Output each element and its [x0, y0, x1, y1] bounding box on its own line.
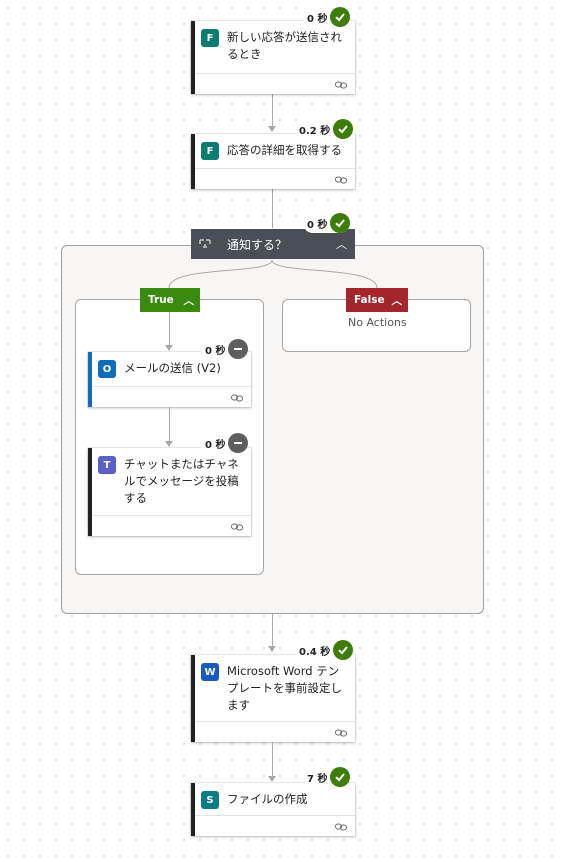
action-title: ファイルの作成 [227, 792, 308, 806]
connector [169, 407, 170, 443]
word-template-card[interactable]: W Microsoft Word テンプレートを事前設定します [191, 655, 355, 742]
link-icon[interactable] [335, 80, 347, 90]
link-icon[interactable] [231, 522, 243, 532]
success-check-icon [330, 7, 351, 27]
card-footer [92, 386, 251, 407]
run-duration-badge: 0.2 秒 [295, 119, 354, 139]
true-branch-label[interactable]: True ︿ [140, 288, 200, 312]
get-response-details-card[interactable]: F 応答の詳細を取得する [191, 134, 355, 189]
link-icon[interactable] [231, 393, 243, 403]
create-file-card[interactable]: S ファイルの作成 [191, 783, 355, 836]
forms-icon: F [201, 29, 219, 47]
action-title: 新しい応答が送信されるとき [227, 30, 342, 61]
connector-arrow [268, 126, 276, 132]
card-footer [195, 168, 355, 189]
run-duration-badge: 0 秒 [201, 339, 249, 359]
run-duration-badge: 0 秒 [303, 7, 351, 27]
sharepoint-icon: S [201, 791, 219, 809]
action-title: Microsoft Word テンプレートを事前設定します [227, 664, 342, 712]
link-icon[interactable] [335, 175, 347, 185]
run-duration-badge: 0.4 秒 [295, 640, 354, 660]
trigger-card[interactable]: F 新しい応答が送信されるとき [191, 21, 355, 94]
word-icon: W [201, 663, 219, 681]
card-footer [195, 73, 355, 94]
branch-connectors [168, 259, 378, 289]
card-footer [195, 815, 355, 836]
chevron-up-icon: ︿ [183, 294, 195, 307]
connector [169, 312, 170, 348]
card-footer [195, 721, 355, 742]
connector [272, 93, 273, 129]
action-title: メールの送信 (V2) [124, 361, 221, 375]
send-email-card[interactable]: O メールの送信 (V2) [88, 352, 251, 407]
run-duration-badge: 0 秒 [201, 433, 249, 453]
condition-title: 通知する？ [227, 237, 288, 252]
teams-icon: T [98, 456, 116, 474]
connector [272, 614, 273, 648]
collapse-chevron-icon[interactable]: ︿ [336, 238, 347, 251]
card-footer [92, 515, 251, 536]
connector [272, 188, 273, 228]
condition-icon [199, 239, 211, 248]
connector-arrow [165, 441, 173, 447]
no-actions-text: No Actions [348, 316, 407, 329]
link-icon[interactable] [335, 728, 347, 738]
success-check-icon [333, 640, 354, 660]
skipped-minus-icon [228, 433, 249, 453]
action-title: チャットまたはチャネルでメッセージを投稿する [124, 457, 239, 505]
success-check-icon [330, 213, 351, 233]
success-check-icon [330, 767, 351, 787]
post-teams-message-card[interactable]: T チャットまたはチャネルでメッセージを投稿する [88, 448, 251, 536]
connector-arrow [165, 345, 173, 351]
outlook-icon: O [98, 360, 116, 378]
run-duration-badge: 7 秒 [303, 767, 351, 787]
forms-icon: F [201, 142, 219, 160]
false-branch-label[interactable]: False ︿ [346, 288, 408, 312]
connector [272, 742, 273, 778]
link-icon[interactable] [335, 822, 347, 832]
condition-header[interactable]: 通知する？ ︿ [191, 229, 355, 259]
chevron-up-icon: ︿ [391, 294, 403, 307]
run-duration-badge: 0 秒 [303, 213, 351, 233]
connector-arrow [268, 776, 276, 782]
action-title: 応答の詳細を取得する [227, 143, 342, 157]
skipped-minus-icon [228, 339, 249, 359]
connector-arrow [268, 646, 276, 652]
success-check-icon [333, 119, 354, 139]
